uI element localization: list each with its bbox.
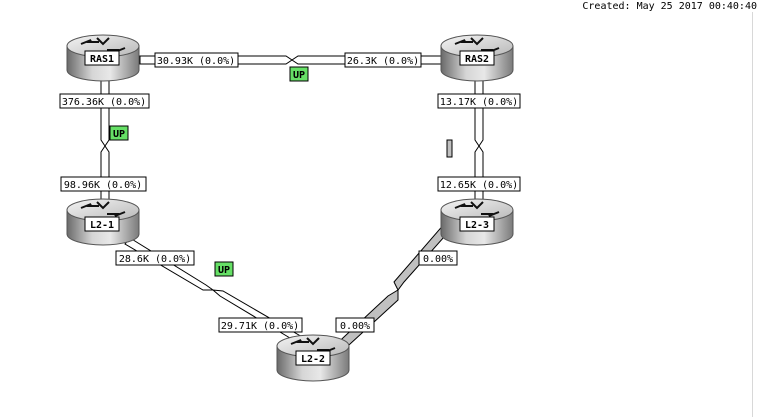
- created-timestamp: Created: May 25 2017 00:40:40: [582, 1, 757, 12]
- bw-label-ras1-ras2-a: 30.93K (0.0%): [154, 52, 239, 68]
- bw-label-ras2-l2-3-b: 12.65K (0.0%): [437, 176, 521, 192]
- status-badge-ras2-l2-3: [446, 139, 453, 158]
- bw-label-ras1-l2-1-b: 98.96K (0.0%): [60, 176, 147, 192]
- node-label-l2-3-text: L2-3: [465, 220, 489, 231]
- node-label-l2-2: L2-2: [295, 350, 331, 366]
- bw-label-ras1-ras2-b: 26.3K (0.0%): [344, 52, 422, 68]
- bw-label-ras2-l2-3-a: 13.17K (0.0%): [437, 93, 521, 109]
- status-badge-ras1-ras2: UP: [289, 66, 309, 82]
- page-edge-divider: [752, 12, 753, 417]
- link-l2-1-l2-2-b-arrow[interactable]: [211, 289, 305, 345]
- bw-label-ras1-l2-1-a: 376.36K (0.0%): [59, 93, 150, 109]
- status-text: UP: [113, 129, 125, 140]
- node-label-ras2-text: RAS2: [465, 54, 489, 65]
- bw-label-text: 29.71K (0.0%): [221, 321, 299, 332]
- link-ras2-l2-3-a-arrow[interactable]: [474, 75, 484, 147]
- bw-label-text: 26.3K (0.0%): [347, 56, 419, 67]
- bw-label-text: 13.17K (0.0%): [440, 97, 518, 108]
- bw-label-l2-1-l2-2-b: 29.71K (0.0%): [218, 317, 303, 333]
- bw-label-text: 376.36K (0.0%): [62, 97, 146, 108]
- link-ras1-l2-1-a-arrow[interactable]: [100, 75, 110, 147]
- bw-label-text: 0.00%: [340, 321, 370, 332]
- node-label-l2-1-text: L2-1: [90, 220, 114, 231]
- bw-label-l2-3-l2-2-b: 0.00%: [335, 317, 375, 333]
- link-l2-3-l2-2[interactable]: [329, 222, 453, 356]
- bw-label-text: 28.6K (0.0%): [119, 254, 191, 265]
- status-text: UP: [293, 70, 305, 81]
- status-badge-ras1-l2-1: UP: [109, 125, 129, 141]
- node-label-l2-3: L2-3: [459, 216, 495, 232]
- bw-label-text: 12.65K (0.0%): [440, 180, 518, 191]
- bw-label-text: 30.93K (0.0%): [157, 56, 235, 67]
- bw-label-l2-1-l2-2-a: 28.6K (0.0%): [115, 250, 195, 266]
- node-label-l2-2-text: L2-2: [301, 354, 325, 365]
- node-label-l2-1: L2-1: [84, 216, 120, 232]
- status-badge-l2-1-l2-2: UP: [214, 261, 234, 277]
- node-label-ras2: RAS2: [459, 50, 495, 66]
- node-label-ras1-text: RAS1: [90, 54, 114, 65]
- bw-label-l2-3-l2-2-a: 0.00%: [418, 250, 458, 266]
- bw-label-text: 0.00%: [423, 254, 453, 265]
- node-label-ras1: RAS1: [84, 50, 120, 66]
- status-text: UP: [218, 265, 230, 276]
- bw-label-text: 98.96K (0.0%): [64, 180, 142, 191]
